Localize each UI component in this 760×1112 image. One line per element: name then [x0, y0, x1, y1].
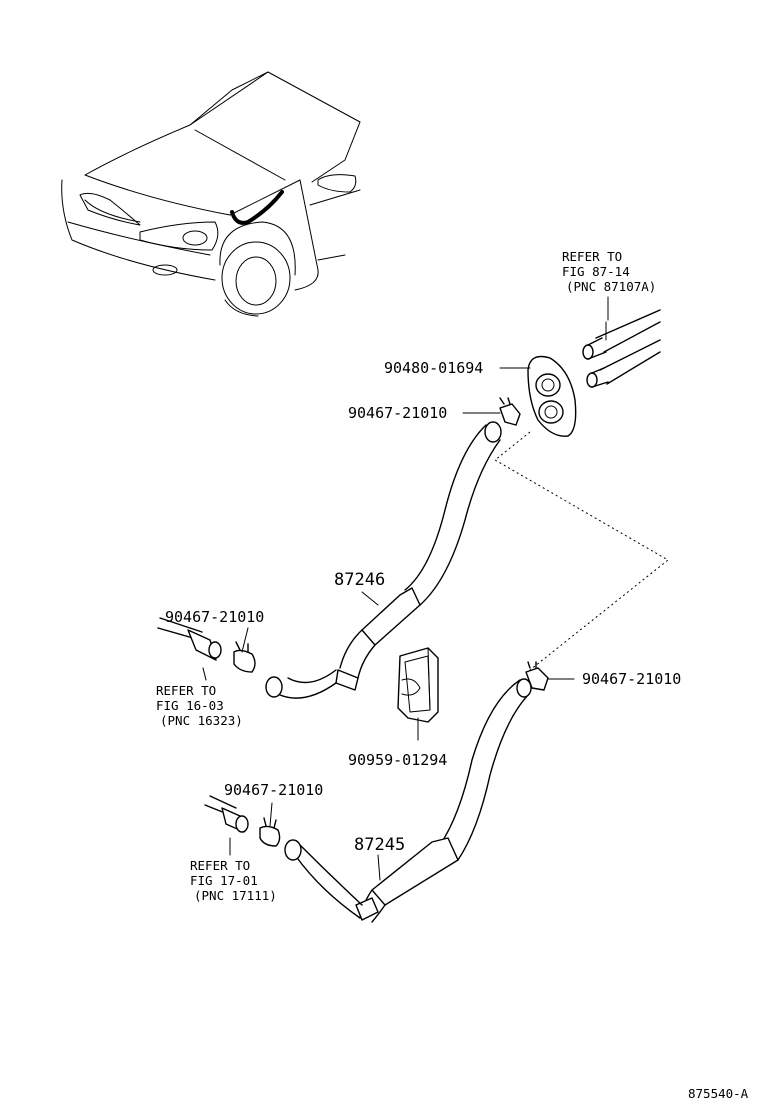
hose-87245: [284, 678, 532, 923]
label-clamp-mid-left: 90467-21010: [165, 608, 264, 626]
refer-note-mid: REFER TO FIG 16-03 (PNC 16323): [156, 683, 243, 728]
refer-note-top: REFER TO FIG 87-14 (PNC 87107A): [562, 249, 656, 294]
leader-lines: [202, 296, 609, 881]
clamp-right: [525, 661, 549, 691]
hose-holder: [397, 647, 439, 723]
refer-bot-line3: (PNC 17111): [194, 888, 277, 903]
label-hose-87246: 87246: [334, 570, 385, 590]
hose-87246: [265, 421, 502, 699]
heater-pipes-top: [582, 309, 661, 388]
connection-dashed-line: [494, 431, 669, 671]
label-hose-87245: 87245: [354, 835, 405, 855]
label-grommet: 90480-01694: [384, 359, 483, 377]
label-clamp-bottom-left: 90467-21010: [224, 781, 323, 799]
grommet: [527, 355, 577, 437]
car-illustration: [61, 71, 361, 317]
refer-top-line3: (PNC 87107A): [566, 279, 656, 294]
refer-top-line2: FIG 87-14: [562, 264, 630, 279]
refer-top-line1: REFER TO: [562, 249, 622, 264]
clamp-mid-left: [233, 641, 256, 673]
label-holder: 90959-01294: [348, 751, 447, 769]
refer-mid-line2: FIG 16-03: [156, 698, 224, 713]
refer-bot-line1: REFER TO: [190, 858, 250, 873]
clamp-upper: [499, 397, 521, 426]
pipe-mid-left: [157, 617, 222, 661]
pipe-bottom-left: [204, 795, 249, 833]
refer-note-bottom: REFER TO FIG 17-01 (PNC 17111): [190, 858, 277, 903]
figure-code: 875540-A: [688, 1086, 749, 1101]
clamp-bottom-left: [259, 817, 281, 847]
refer-bot-line2: FIG 17-01: [190, 873, 258, 888]
label-clamp-upper: 90467-21010: [348, 404, 447, 422]
label-clamp-right: 90467-21010: [582, 670, 681, 688]
refer-mid-line1: REFER TO: [156, 683, 216, 698]
refer-mid-line3: (PNC 16323): [160, 713, 243, 728]
